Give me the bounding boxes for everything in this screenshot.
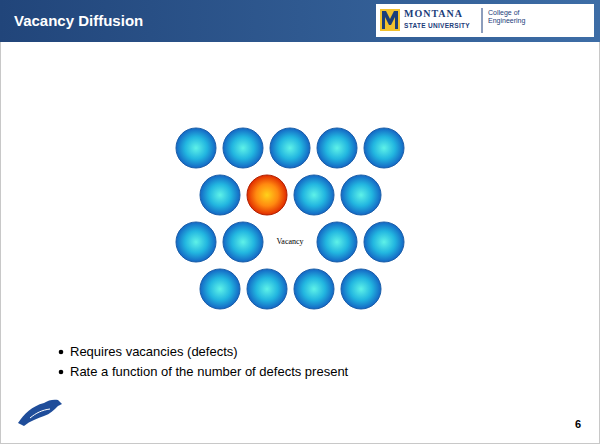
atom-lattice — [176, 128, 404, 309]
logo-mark — [380, 9, 400, 31]
vacancy-label: Vacancy — [265, 237, 315, 247]
bullet-dot — [59, 350, 64, 355]
bullet-text: Rate a function of the number of defects… — [70, 364, 348, 380]
mascot-detail — [30, 409, 50, 418]
bullet-text: Requires vacancies (defects) — [70, 344, 238, 360]
logo-text: College of Engineering — [488, 9, 548, 25]
slide-title: Vacancy Diffusion — [14, 12, 143, 29]
logo-panel — [376, 4, 594, 37]
mascot-logo — [18, 400, 62, 426]
logo-text: MONTANA — [404, 8, 463, 20]
header-bar — [0, 0, 600, 42]
bullet-dot — [59, 370, 64, 375]
page-number: 6 — [568, 418, 588, 431]
logo-divider — [482, 8, 483, 33]
logo-text: STATE UNIVERSITY — [404, 22, 470, 30]
